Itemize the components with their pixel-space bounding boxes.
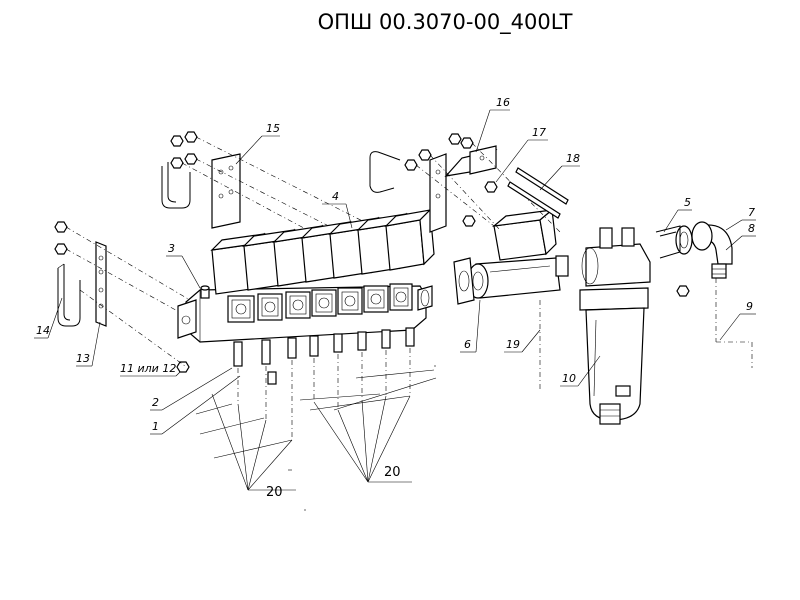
- mounting-plate-upper: [211, 153, 241, 229]
- gasket-ring: [675, 225, 693, 255]
- elbow-fitting: [691, 221, 733, 279]
- callout-13: 13: [76, 352, 90, 365]
- callout-8: 8: [748, 222, 755, 235]
- hose-lines: [195, 365, 437, 511]
- drawing-title: ОПШ 00.3070-00_400LT: [317, 10, 573, 34]
- bracket-16: [429, 145, 498, 233]
- filter-assembly: [579, 227, 651, 425]
- stud-18: [507, 167, 569, 219]
- callout-3: 3: [168, 242, 175, 255]
- leader-20-right: [313, 395, 412, 483]
- callout-1: 1: [152, 420, 159, 433]
- callout-4: 4: [332, 190, 339, 203]
- u-bolt-left: [57, 263, 81, 327]
- u-bolt-right: [369, 151, 401, 193]
- callout-18: 18: [566, 152, 580, 165]
- callout-6: 6: [464, 338, 471, 351]
- callout-10: 10: [562, 372, 576, 385]
- callout-20-right: 20: [384, 465, 401, 480]
- clip-5: [655, 225, 681, 259]
- callout-15: 15: [266, 122, 280, 135]
- flange-6: [453, 257, 475, 305]
- callout-2: 2: [152, 396, 159, 409]
- callout-11-12: 11 или 12: [120, 362, 176, 375]
- callout-20-left: 20: [266, 485, 283, 500]
- callout-7: 7: [748, 206, 755, 219]
- mounting-plate-left: [95, 241, 107, 327]
- nuts-left: [54, 221, 190, 373]
- leader-lines: [34, 109, 756, 435]
- leader-20-left: [211, 393, 296, 491]
- callout-16: 16: [496, 96, 510, 109]
- hose-fittings: [233, 327, 415, 385]
- callout-14: 14: [36, 324, 50, 337]
- callouts: 1 2 3 4 5 6 7 8 9 10 11 или 12 13 14 15 …: [36, 96, 755, 500]
- plug: [200, 285, 210, 299]
- callout-19: 19: [506, 338, 520, 351]
- u-bolt-upper: [161, 162, 191, 209]
- nuts-right: [404, 133, 690, 297]
- solenoid-valves: [210, 208, 435, 323]
- nuts-upper: [170, 131, 198, 169]
- callout-17: 17: [532, 126, 546, 139]
- pressure-regulator: [467, 208, 569, 299]
- callout-9: 9: [746, 300, 753, 313]
- callout-5: 5: [684, 196, 691, 209]
